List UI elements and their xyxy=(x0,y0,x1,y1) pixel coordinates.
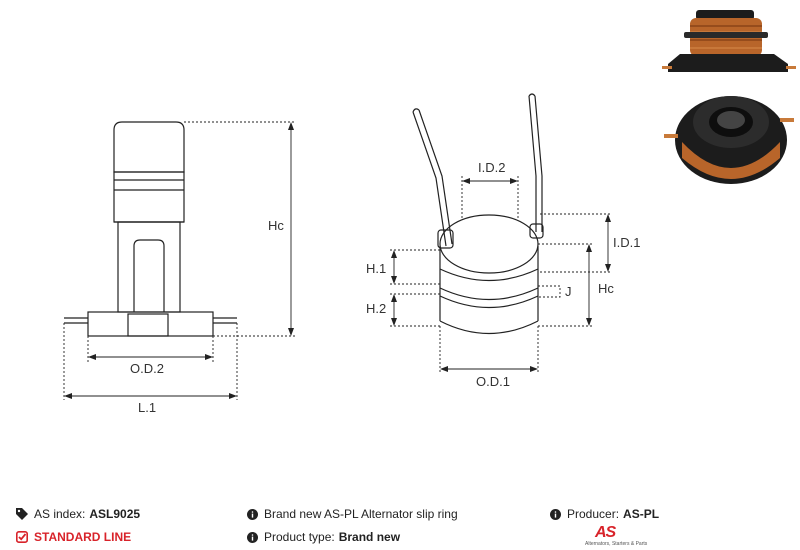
dim-label-id2: I.D.2 xyxy=(478,160,505,175)
as-index-value: ASL9025 xyxy=(89,507,141,521)
left-view-dimensions xyxy=(63,121,295,400)
logo-tagline: Alternators, Starters & Parts xyxy=(585,541,648,547)
producer-value: AS-PL xyxy=(623,507,660,521)
dim-label-od1: O.D.1 xyxy=(476,374,510,389)
product-type-label: Product type: xyxy=(264,530,335,544)
product-info-footer: AS index: ASL9025 STANDARD LINE Brand ne… xyxy=(0,500,800,550)
left-view-part xyxy=(64,121,237,337)
checkbox-icon xyxy=(16,531,28,543)
dim-label-hc-left: Hc xyxy=(268,218,284,233)
as-index-row: AS index: ASL9025 xyxy=(16,507,140,521)
standard-line-label: STANDARD LINE xyxy=(34,530,132,544)
logo-mark: AS xyxy=(595,524,616,541)
as-pl-logo: AS Alternators, Starters & Parts xyxy=(585,524,665,550)
dim-label-h2: H.2 xyxy=(366,301,386,316)
description-row: Brand new AS-PL Alternator slip ring xyxy=(247,507,458,521)
description-text: Brand new AS-PL Alternator slip ring xyxy=(264,507,458,521)
technical-drawing: Hc O.D.2 L.1 I.D.2 I.D.1 H.1 H.2 J Hc O.… xyxy=(63,93,640,415)
dim-label-id1: I.D.1 xyxy=(613,235,640,250)
producer-row: Producer: AS-PL xyxy=(550,507,659,521)
info-icon xyxy=(247,508,258,520)
tag-icon xyxy=(16,508,28,520)
right-view-dimensions xyxy=(390,176,612,372)
dim-label-j: J xyxy=(565,284,572,299)
dim-label-h1: H.1 xyxy=(366,261,386,276)
info-icon xyxy=(550,508,561,520)
producer-label: Producer: xyxy=(567,507,620,521)
dim-label-hc-right: Hc xyxy=(598,281,614,296)
product-photo-side xyxy=(662,10,796,72)
product-type-value: Brand new xyxy=(338,530,401,544)
as-index-label: AS index: xyxy=(34,507,86,521)
info-icon xyxy=(247,531,258,543)
right-view-part xyxy=(412,93,544,334)
dim-label-od2: O.D.2 xyxy=(130,361,164,376)
standard-line-row: STANDARD LINE xyxy=(16,530,131,544)
product-photo-angled xyxy=(664,96,794,184)
dim-label-l1: L.1 xyxy=(138,400,156,415)
product-type-row: Product type: Brand new xyxy=(247,530,400,544)
